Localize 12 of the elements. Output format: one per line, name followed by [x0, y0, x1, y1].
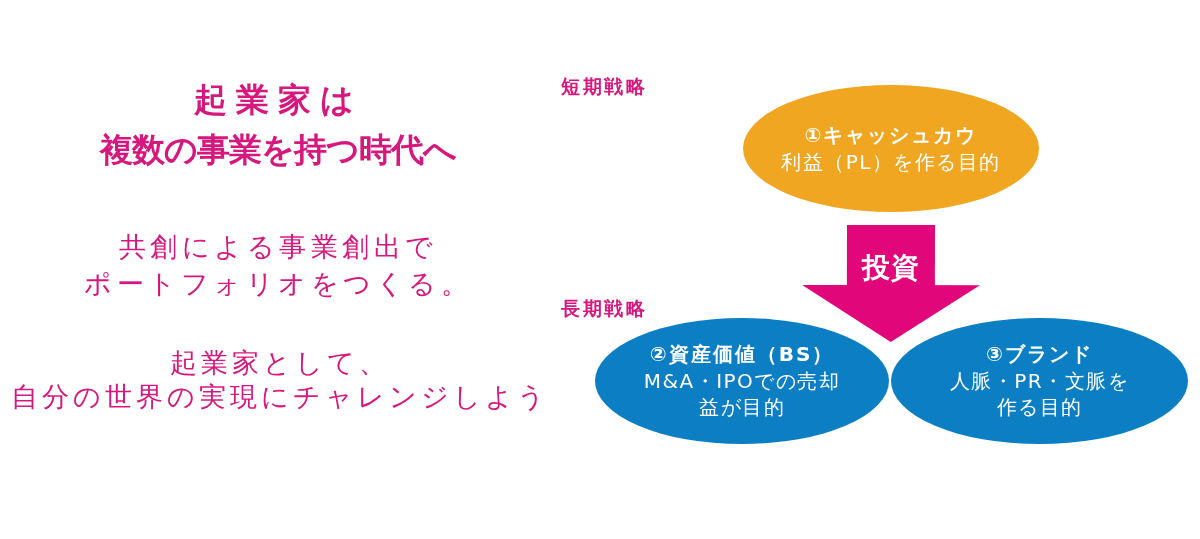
- node-title: ②資産価値（BS）: [649, 341, 835, 368]
- edge-label: 投資: [861, 250, 920, 285]
- node-text: 利益（PL）を作る目的: [781, 148, 1001, 175]
- title: 起業家は複数の事業を持つ時代へ: [98, 79, 457, 171]
- node-text: 人脈・PR・文脈を作る目的: [948, 367, 1131, 421]
- section-label: 長期戦略: [561, 296, 647, 321]
- node-title: ③ブランド: [986, 341, 1093, 368]
- section-label: 短期戦略: [561, 74, 647, 99]
- node-title: ①キャッシュカウ: [804, 122, 978, 149]
- paragraph: 共創による事業創出でポートフォリオをつくる。: [83, 230, 473, 301]
- paragraph: 起業家として、自分の世界の実現にチャレンジしよう: [10, 346, 550, 414]
- node-text: M&A・IPOでの売却益が目的: [642, 367, 842, 421]
